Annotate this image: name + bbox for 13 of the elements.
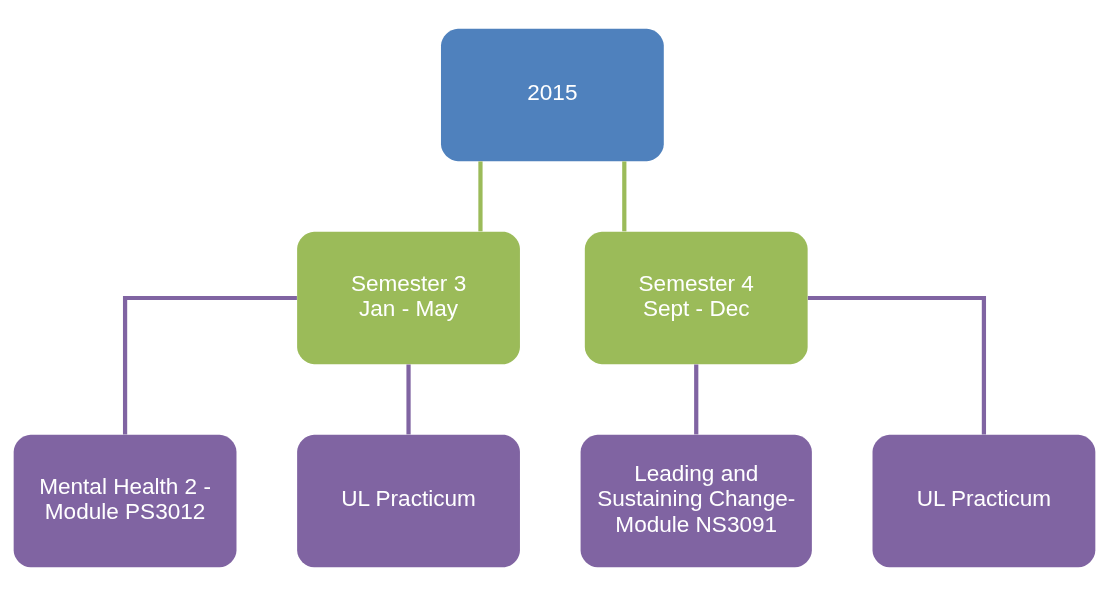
connector — [694, 364, 699, 435]
node-box: Mental Health 2 - Module PS3012 — [13, 434, 237, 568]
node-box: Leading and Sustaining Change-Module NS3091 — [580, 434, 812, 568]
node-box: 2015 — [440, 28, 664, 162]
connector — [622, 161, 627, 232]
connector — [122, 295, 297, 435]
connector — [478, 161, 483, 232]
node-box: UL Practicum — [872, 434, 1096, 568]
node-box: UL Practicum — [297, 434, 520, 568]
node-box: Semester 4 Sept - Dec — [584, 231, 808, 365]
node-box: Semester 3 Jan - May — [297, 231, 520, 365]
connector — [406, 364, 411, 435]
connector — [807, 295, 987, 435]
